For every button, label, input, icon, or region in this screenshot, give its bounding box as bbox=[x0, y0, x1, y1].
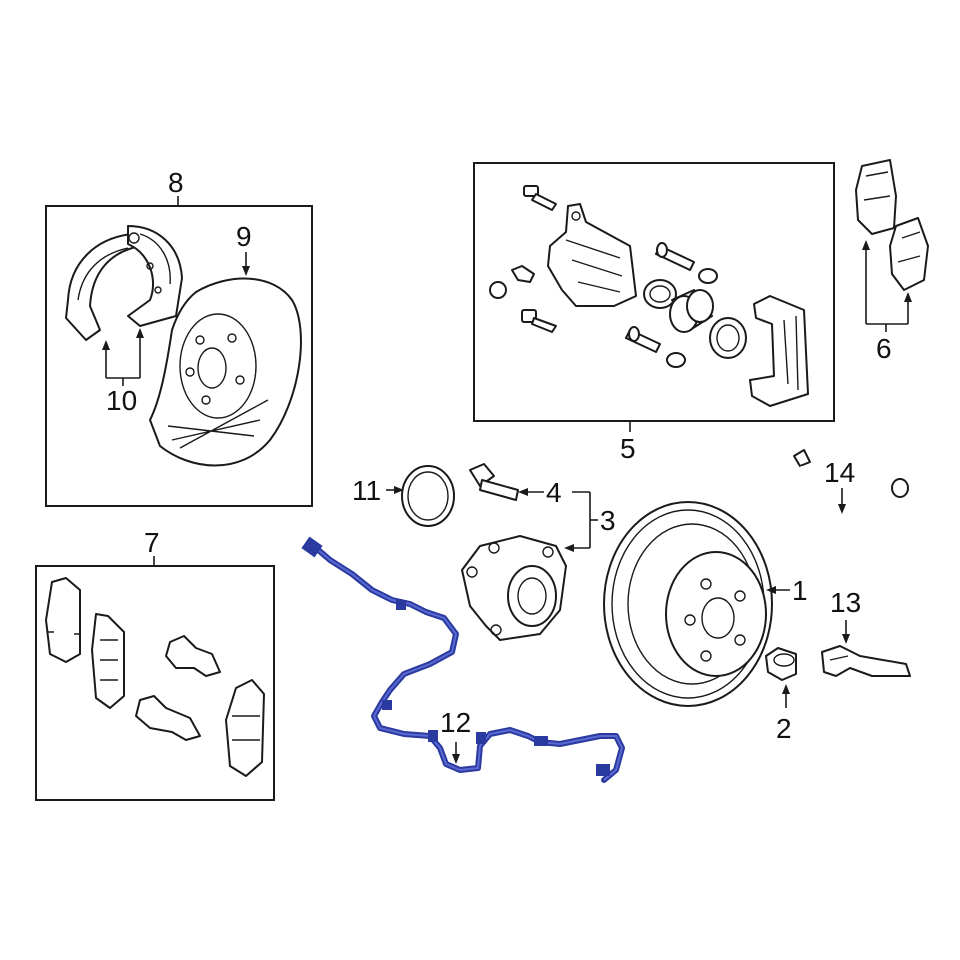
callout-7[interactable]: 7 bbox=[144, 527, 160, 558]
callout-5[interactable]: 5 bbox=[620, 433, 636, 464]
piston-boot[interactable] bbox=[709, 317, 747, 359]
callout-10[interactable]: 10 bbox=[106, 385, 137, 416]
piston-seal[interactable] bbox=[643, 279, 677, 309]
group-7-box: 7 bbox=[35, 527, 275, 801]
caliper-bracket[interactable] bbox=[749, 295, 809, 407]
callout-14[interactable]: 14 bbox=[824, 457, 855, 488]
hub-seal[interactable] bbox=[401, 465, 455, 527]
abs-wheel-speed-sensor[interactable] bbox=[301, 536, 625, 783]
callout-3[interactable]: 3 bbox=[600, 505, 616, 536]
brake-pad-1[interactable] bbox=[91, 613, 125, 709]
pad-shim-1[interactable] bbox=[45, 577, 81, 663]
hub-dust-cap[interactable] bbox=[765, 647, 797, 681]
caliper-piston[interactable] bbox=[669, 289, 714, 333]
callout-8[interactable]: 8 bbox=[168, 167, 184, 198]
callout-1[interactable]: 1 bbox=[792, 575, 808, 606]
brake-pad-upper[interactable] bbox=[855, 159, 897, 235]
hub-bolt[interactable] bbox=[469, 463, 519, 501]
caliper-housing[interactable] bbox=[547, 203, 637, 307]
caliper-bolt-upper[interactable] bbox=[523, 185, 557, 211]
bleeder-screw[interactable] bbox=[489, 265, 535, 299]
callout-4[interactable]: 4 bbox=[546, 477, 562, 508]
parking-brake-shoes[interactable] bbox=[65, 225, 183, 341]
callout-13[interactable]: 13 bbox=[830, 587, 861, 618]
wheel-hub-bearing[interactable] bbox=[461, 535, 567, 641]
anti-rattle-clip-1[interactable] bbox=[165, 635, 221, 677]
group-8-box: 8 10 bbox=[45, 167, 313, 507]
leader-10 bbox=[102, 328, 144, 386]
brake-pad-lower[interactable] bbox=[889, 217, 929, 291]
brake-hose[interactable] bbox=[793, 449, 909, 520]
anti-rattle-clip-2[interactable] bbox=[135, 695, 201, 741]
pads-group-6: 6 bbox=[855, 159, 929, 364]
callout-6[interactable]: 6 bbox=[876, 333, 892, 364]
caliper-bolt-lower[interactable] bbox=[521, 309, 557, 333]
leader-3-4 bbox=[564, 491, 598, 552]
callout-11[interactable]: 11 bbox=[352, 475, 381, 506]
sensor-bracket[interactable] bbox=[821, 645, 911, 677]
pad-shim-2[interactable] bbox=[225, 679, 265, 777]
guide-pin-upper[interactable] bbox=[655, 242, 718, 284]
callout-2[interactable]: 2 bbox=[776, 713, 792, 744]
callout-9[interactable]: 9 bbox=[236, 221, 252, 252]
group-5-box: 5 bbox=[473, 162, 835, 464]
backing-plate[interactable] bbox=[149, 277, 302, 467]
callout-12[interactable]: 12 bbox=[440, 707, 471, 738]
brake-rotor[interactable] bbox=[603, 501, 773, 707]
guide-pin-lower[interactable] bbox=[625, 326, 686, 368]
